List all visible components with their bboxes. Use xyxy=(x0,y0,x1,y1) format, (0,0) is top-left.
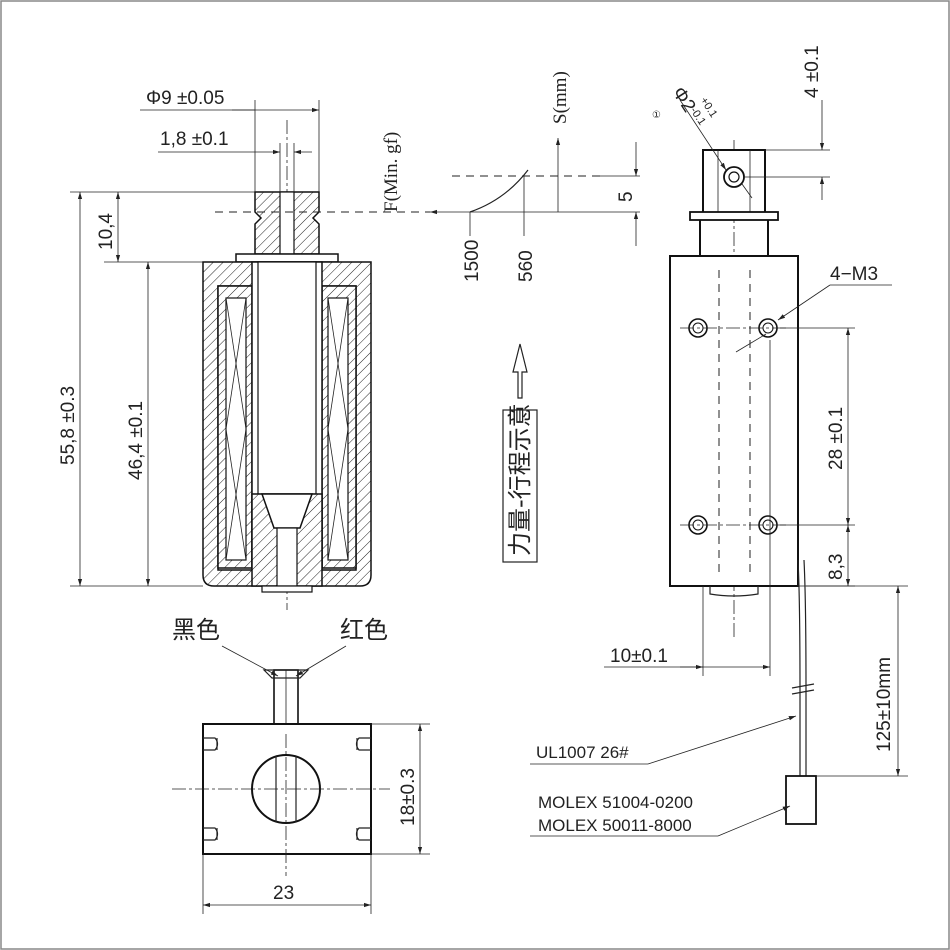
dim-total: 55,8 ±0.3 xyxy=(58,386,79,465)
axis-label-stroke: S(mm) xyxy=(550,71,571,124)
dim-width-bottom: 23 xyxy=(273,883,294,904)
dim-height-bottom: 18±0.3 xyxy=(398,768,419,826)
dim-top: 10,4 xyxy=(96,213,117,250)
force-end: 560 xyxy=(516,250,537,282)
wire-spec: UL1007 26# xyxy=(536,743,629,762)
dim-bottom: 8,3 xyxy=(826,554,847,580)
side-view xyxy=(669,140,817,825)
thread-spec: 4−M3 xyxy=(830,264,878,285)
front-section-view xyxy=(202,120,372,610)
dim-body: 46,4 ±0.1 xyxy=(126,401,147,480)
force-stroke-diagram: F(Min. gf) S(mm) 1500 560 5 力量-行程示意 xyxy=(215,71,640,563)
dim-width-side: 10±0.1 xyxy=(610,646,668,667)
front-view-dimensions: Φ9 ±0.05 1,8 ±0.1 10,4 55,8 ±0.3 46,4 ±0… xyxy=(58,88,320,587)
connector-spec-2: MOLEX 50011-8000 xyxy=(538,816,692,835)
stroke-value: 5 xyxy=(616,191,637,202)
dim-top-side: 4 ±0.1 xyxy=(802,45,823,98)
dim-lead-length: 125±10mm xyxy=(874,657,895,752)
connector-block xyxy=(785,775,817,825)
legend-force-stroke: 力量-行程示意 xyxy=(506,403,534,556)
direction-arrow-icon xyxy=(512,343,528,399)
dim-shaft: 1,8 ±0.1 xyxy=(160,129,229,150)
force-start: 1500 xyxy=(462,240,483,282)
bottom-view: 黑色 红色 18±0.3 23 xyxy=(172,616,430,914)
dim-diameter: Φ9 ±0.05 xyxy=(146,88,224,109)
circle-mark: ① xyxy=(652,110,661,121)
dim-holes: 28 ±0.1 xyxy=(826,407,847,470)
lead-black-label: 黑色 xyxy=(172,616,220,644)
axis-label-force: F(Min. gf) xyxy=(381,132,402,212)
lead-red-label: 红色 xyxy=(340,616,388,644)
connector-spec-1: MOLEX 51004-0200 xyxy=(538,793,693,812)
side-view-dimensions: 4 ±0.1 Φ2 +0.1 -0.1 ① 4−M3 28 ±0.1 8,3 1… xyxy=(530,45,908,837)
